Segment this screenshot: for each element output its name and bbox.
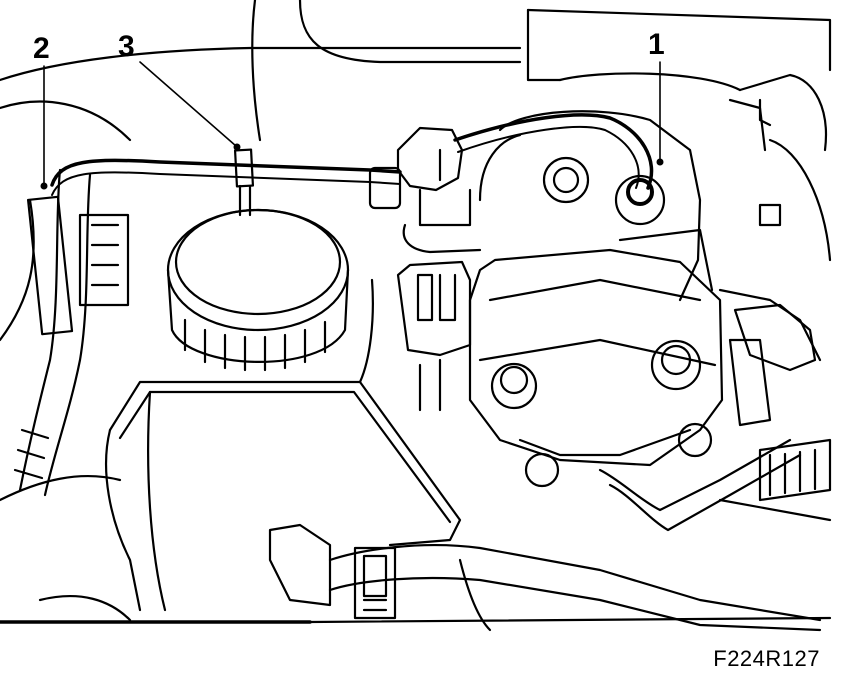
bottom-frame [0,616,862,642]
leader-dot-2 [40,182,48,190]
leader-dots [40,143,664,190]
leader-dot-3 [233,143,241,151]
figure-code: F224R127 [713,646,820,671]
reservoir-body [104,278,462,612]
reservoir-cap [166,208,350,372]
lower-hoses [268,523,822,632]
pump-housing [468,110,724,488]
leader-dot-1 [656,158,664,166]
right-connectors [598,98,832,532]
sensor-bolt [396,126,482,254]
left-hose [13,168,130,497]
leader-lines [43,61,661,186]
leader-line-3 [139,61,237,147]
callout-2: 2 [33,32,50,65]
bracket-clip [396,260,472,412]
wire-harness [50,113,654,217]
callout-3: 3 [118,30,135,63]
callout-1: 1 [648,28,665,61]
background-body-panels [0,0,832,622]
